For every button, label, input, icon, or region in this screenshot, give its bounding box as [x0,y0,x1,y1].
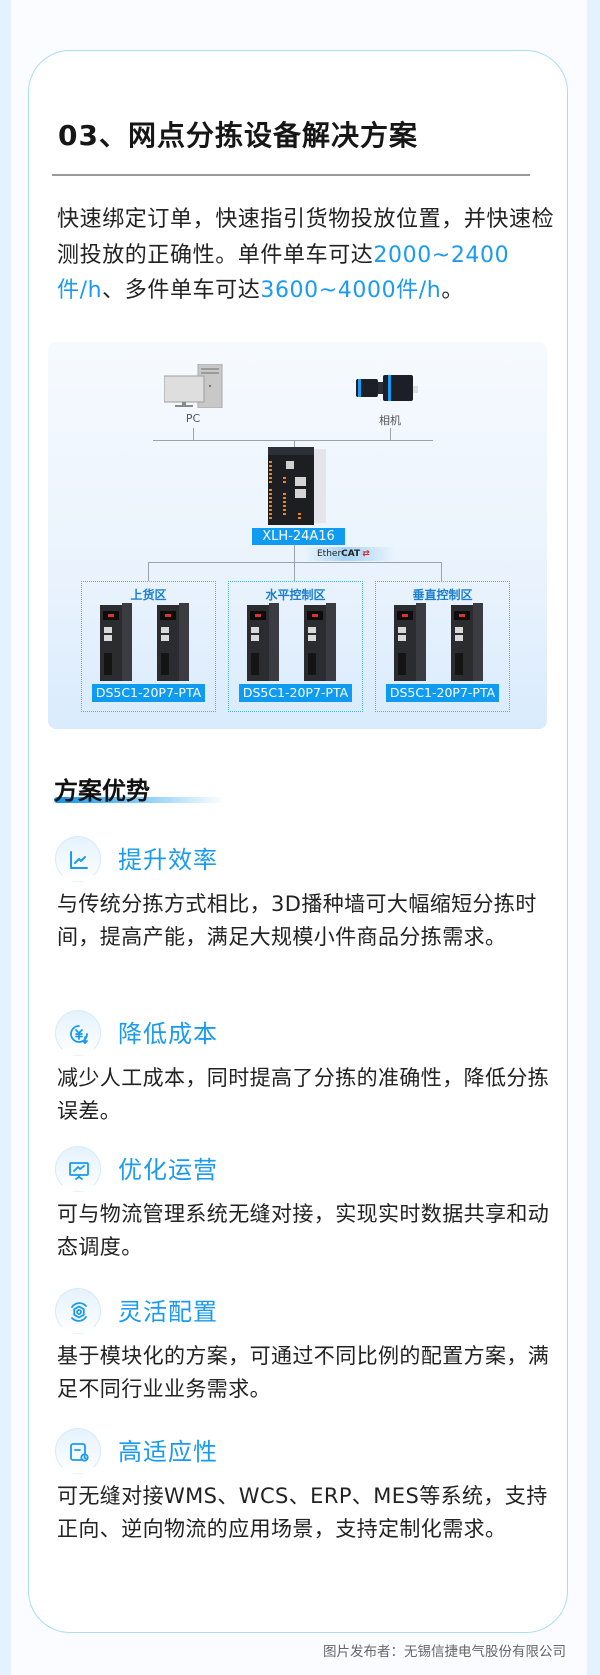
advantages-heading-underline [54,797,224,803]
camera-icon [356,375,418,401]
servo-drive-icon [451,603,483,681]
plc-controller-icon [268,447,326,525]
advantages-heading: 方案优势 [54,777,150,805]
ethercat-label-prefix: Ether [317,549,342,559]
feature-title: 高适应性 [118,1438,218,1466]
feature-title: 降低成本 [118,1020,218,1048]
ethercat-trunk [294,545,295,563]
title-divider [52,174,530,176]
left-edge-strip [0,0,11,1675]
branch-drop-1 [148,562,149,581]
intro-text: 快速绑定订单，快速指引货物投放位置，并快速检测投放的正确性。单件单车可达 [57,207,555,268]
intro-paragraph: 快速绑定订单，快速指引货物投放位置，并快速检测投放的正确性。单件单车可达2000… [57,202,557,309]
drive-model-tag: DS5C1-20P7-PTA [386,684,499,702]
drive-model-tag: DS5C1-20P7-PTA [239,684,352,702]
servo-drive-icon [304,603,336,681]
zone-label: 垂直控制区 [412,588,473,602]
servo-drive-icon [157,603,189,681]
servo-drive-icon [100,603,132,681]
zone-label: 水平控制区 [265,588,326,602]
ethercat-label-bold: CAT [341,549,361,559]
camera-label: 相机 [379,414,401,427]
servo-drive-icon [247,603,279,681]
feature-description: 减少人工成本，同时提高了分拣的准确性，降低分拣误差。 [57,1066,550,1123]
feature-title: 灵活配置 [118,1298,218,1326]
content-card [28,50,568,1633]
feature-title: 提升效率 [118,846,218,874]
controller-model-tag: XLH-24A16 [252,528,345,545]
yuan-down-icon [55,1010,101,1056]
ethercat-branch-line [148,562,442,563]
single-car-rate: 2000~2400件/h [57,242,510,304]
feature-title: 优化运营 [118,1156,218,1184]
presentation-board-icon [55,1146,101,1192]
feature-description: 与传统分拣方式相比，3D播种墙可大幅缩短分拣时间，提高产能，满足大规模小件商品分… [57,892,537,949]
feature-description: 可与物流管理系统无缝对接，实现实时数据共享和动态调度。 [57,1202,550,1259]
pc-link [193,428,194,440]
ethercat-badge: EtherCAT⇄ [305,547,395,561]
pc-label: PC [185,412,201,425]
branch-drop-3 [441,562,442,581]
trend-chart-icon [55,836,101,882]
drive-model-tag: DS5C1-20P7-PTA [92,684,205,702]
publisher-credit: 图片发布者：无锡信捷电气股份有限公司 [323,1644,566,1660]
servo-drive-icon [394,603,426,681]
zone-vertical-control: 垂直控制区 DS5C1-20P7-PTA [375,581,510,712]
section-title: 03、网点分拣设备解决方案 [58,119,418,152]
intro-text: 。 [441,278,464,303]
ethercat-arrow-icon: ⇄ [362,549,370,559]
network-bus-line [153,440,433,441]
intro-text: 、多件单车可达 [102,278,261,303]
feature-description: 可无缝对接WMS、WCS、ERP、MES等系统，支持正向、逆向物流的应用场景，支… [57,1484,548,1541]
adaptable-clock-icon [55,1428,101,1474]
feature-description: 基于模块化的方案，可通过不同比例的配置方案，满足不同行业业务需求。 [57,1344,550,1401]
multi-car-rate: 3600~4000件/h [260,278,442,303]
controller-link [294,440,295,448]
zone-horizontal-control: 水平控制区 DS5C1-20P7-PTA [228,581,363,712]
right-edge-strip [587,0,600,1675]
config-nut-icon [55,1288,101,1334]
camera-link [390,428,391,440]
zone-label: 上货区 [130,588,167,602]
zone-loading: 上货区 DS5C1-20P7-PTA [81,581,216,712]
branch-drop-2 [294,562,295,581]
pc-icon [164,364,223,408]
